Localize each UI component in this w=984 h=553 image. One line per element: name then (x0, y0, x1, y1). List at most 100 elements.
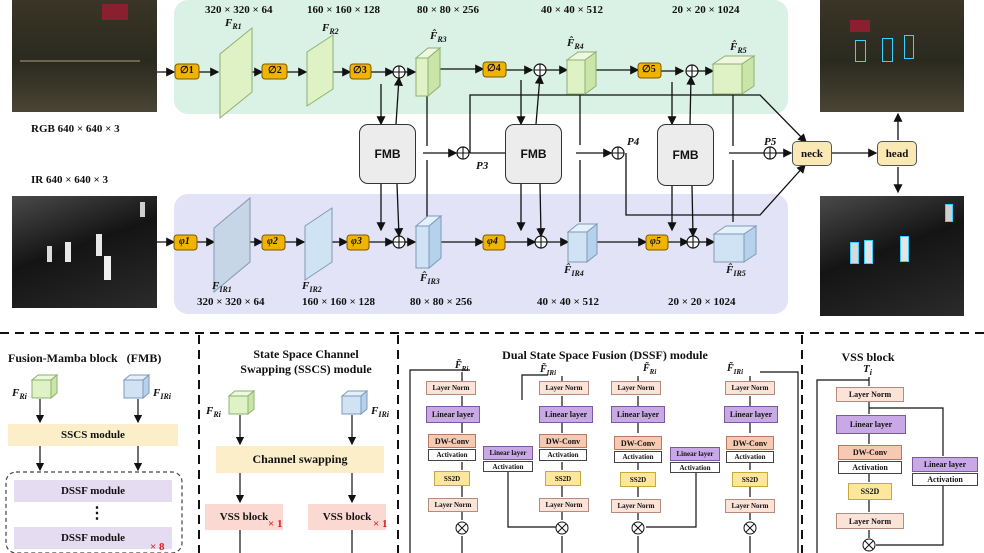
sscs-repeat-2: × 1 (373, 518, 388, 530)
fmb-panel-title: Fusion-Mamba block (FMB) (8, 351, 162, 365)
dssf-input-2: F̃IRi (540, 364, 557, 377)
dssf-module-box-2: DSSF module (14, 527, 172, 549)
vss-ss2d: SS2D (848, 483, 892, 500)
ir-feature-4 (566, 222, 599, 264)
dssf-side-activation-1: Activation (483, 461, 533, 472)
rgb-input-image (12, 0, 157, 112)
dssf-layernorm-out-1: Layer Norm (428, 498, 478, 512)
sscs-repeat-1: × 1 (268, 518, 283, 530)
fmb-ir-cube (122, 373, 151, 400)
fmb-dots: ⋮ (89, 505, 105, 522)
dssf-linear-2: Linear layer (539, 406, 593, 423)
dssf-layernorm-4: Layer Norm (725, 381, 775, 395)
rgb-dim-4: 40 × 40 × 512 (541, 4, 604, 16)
vss-input: Ti (863, 363, 872, 378)
dssf-activation-2: Activation (539, 449, 587, 461)
ir-dim-3: 80 × 80 × 256 (410, 296, 473, 308)
ir-input-label: IR 640 × 640 × 3 (31, 174, 109, 186)
dssf-activation-4: Activation (726, 451, 774, 463)
ir-op-3: φ3 (351, 236, 362, 247)
rgb-op-3: ∅3 (353, 65, 367, 76)
ir-feature-3 (414, 214, 443, 270)
head-box: head (877, 141, 917, 166)
rgb-band (174, 0, 788, 114)
rgb-op-1: ∅1 (180, 65, 194, 76)
rgb-op-5: ∅5 (642, 64, 656, 75)
dssf-input-4: F̃IRi (727, 363, 744, 376)
dssf-layernorm-1: Layer Norm (426, 381, 476, 395)
ir-op-4: φ4 (487, 236, 498, 247)
p4-label: P4 (627, 136, 640, 148)
dssf-activation-1: Activation (428, 449, 476, 461)
rgb-feature-4 (565, 51, 598, 95)
sscs-panel-title-1: State Space Channel (253, 347, 359, 361)
vss-activation-2: Activation (912, 473, 978, 486)
rgb-dim-5: 20 × 20 × 1024 (672, 4, 740, 16)
rgb-output-image (820, 0, 964, 112)
ir-feature-label-1: FIR1 (212, 280, 232, 295)
dssf-layernorm-out-3: Layer Norm (611, 499, 661, 513)
vss-activation-1: Activation (838, 461, 902, 474)
dssf-panel-title: Dual State Space Fusion (DSSF) module (502, 348, 708, 362)
dssf-dwconv-3: DW-Conv (614, 436, 662, 450)
dssf-layernorm-out-4: Layer Norm (725, 499, 775, 513)
vss-layernorm-2: Layer Norm (836, 513, 904, 529)
rgb-feature-5 (711, 55, 756, 95)
dssf-input-1: F̃Ri (455, 360, 469, 373)
dssf-linear-3: Linear layer (611, 406, 665, 423)
rgb-op-2: ∅2 (268, 65, 282, 76)
p3-label: P3 (476, 160, 489, 172)
dssf-side-activation-2: Activation (670, 462, 720, 473)
dssf-ss2d-4: SS2D (732, 472, 768, 487)
ir-feature-label-2: FIR2 (302, 280, 322, 295)
dssf-input-3: F̃Ri (643, 363, 657, 376)
dssf-ss2d-2: SS2D (545, 471, 581, 486)
sscs-module-box: SSCS module (8, 424, 178, 446)
vss-dwconv: DW-Conv (838, 445, 902, 460)
rgb-feature-label-5: F̂R5 (730, 41, 747, 56)
neck-box: neck (792, 141, 832, 166)
dssf-layernorm-3: Layer Norm (611, 381, 661, 395)
ir-input-image (12, 196, 157, 308)
ir-dim-2: 160 × 160 × 128 (302, 296, 376, 308)
p5-label: P5 (764, 136, 777, 148)
dssf-module-box-1: DSSF module (14, 480, 172, 502)
ir-dim-1: 320 × 320 × 64 (197, 296, 265, 308)
rgb-feature-2 (306, 34, 334, 107)
rgb-feature-label-3: F̂R3 (430, 30, 447, 45)
dssf-linear-1: Linear layer (426, 406, 480, 423)
fmb-dashed-container (5, 471, 183, 553)
dssf-dwconv-1: DW-Conv (428, 434, 476, 448)
fmb-rgb-cube (30, 373, 59, 400)
dssf-dwconv-4: DW-Conv (726, 436, 774, 450)
rgb-feature-label-2: FR2 (322, 22, 339, 37)
rgb-feature-1 (219, 26, 253, 120)
ir-feature-1 (213, 196, 251, 294)
fmb-block-5: FMB (657, 124, 714, 186)
rgb-dim-2: 160 × 160 × 128 (307, 4, 381, 16)
ir-dim-4: 40 × 40 × 512 (537, 296, 600, 308)
ir-dim-5: 20 × 20 × 1024 (668, 296, 736, 308)
fmb-input-rgb: FRi (12, 387, 27, 402)
vss-layernorm-1: Layer Norm (836, 387, 904, 402)
dssf-ss2d-1: SS2D (434, 471, 470, 486)
ir-feature-5 (712, 225, 758, 263)
ir-op-2: φ2 (267, 236, 278, 247)
vss-linear-2: Linear layer (912, 457, 978, 472)
sscs-vss-block-1: VSS block (205, 504, 283, 530)
sscs-vss-block-2: VSS block (308, 504, 386, 530)
ir-output-image (820, 196, 964, 316)
fmb-repeat: × 8 (150, 541, 165, 553)
dssf-layernorm-2: Layer Norm (539, 381, 589, 395)
ir-feature-2 (304, 207, 333, 281)
dssf-linear-4: Linear layer (724, 406, 778, 423)
vss-panel-title: VSS block (841, 350, 895, 364)
dssf-dwconv-2: DW-Conv (539, 434, 587, 448)
ir-op-1: φ1 (179, 236, 190, 247)
dssf-side-linear-1: Linear layer (483, 446, 533, 460)
rgb-feature-label-4: F̂R4 (567, 37, 584, 52)
rgb-dim-1: 320 × 320 × 64 (205, 4, 273, 16)
dssf-ss2d-3: SS2D (620, 472, 656, 487)
dssf-side-linear-2: Linear layer (670, 447, 720, 461)
rgb-op-4: ∅4 (487, 63, 501, 74)
